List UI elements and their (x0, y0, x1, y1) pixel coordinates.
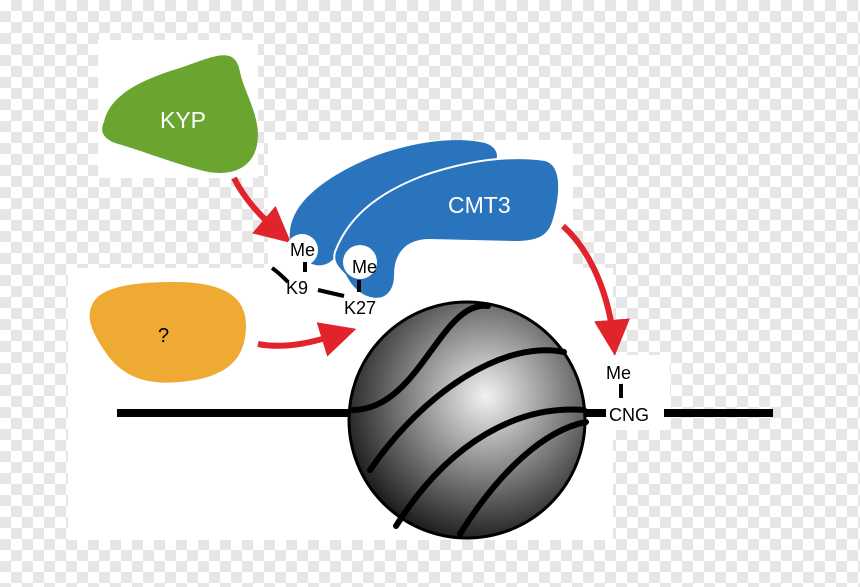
cmt3-label: CMT3 (448, 192, 511, 218)
cng-label-box (606, 402, 664, 426)
arrow-kyp-to-k9 (231, 176, 292, 244)
dna-wrap (367, 347, 567, 473)
arrow-unknown-to-k27 (257, 322, 357, 357)
cmt3-protein (286, 140, 561, 300)
k27-label: K27 (344, 298, 376, 318)
nucleosome (347, 300, 589, 540)
k9-me-label: Me (290, 240, 315, 260)
dna-wrap (457, 419, 589, 537)
kyp-label: KYP (160, 107, 206, 133)
unknown-protein (89, 282, 246, 383)
cng-label: CNG (609, 405, 649, 425)
arrow-cmt3-to-cng (560, 223, 630, 356)
k9-label: K9 (286, 278, 308, 298)
dna-wrap (393, 406, 587, 529)
cng-me-label: Me (606, 363, 631, 383)
dna-wrap (349, 302, 491, 413)
unknown-label: ? (158, 325, 169, 347)
kyp-protein (102, 55, 258, 173)
histone-tail (270, 266, 345, 298)
k27-me-label: Me (352, 257, 377, 277)
